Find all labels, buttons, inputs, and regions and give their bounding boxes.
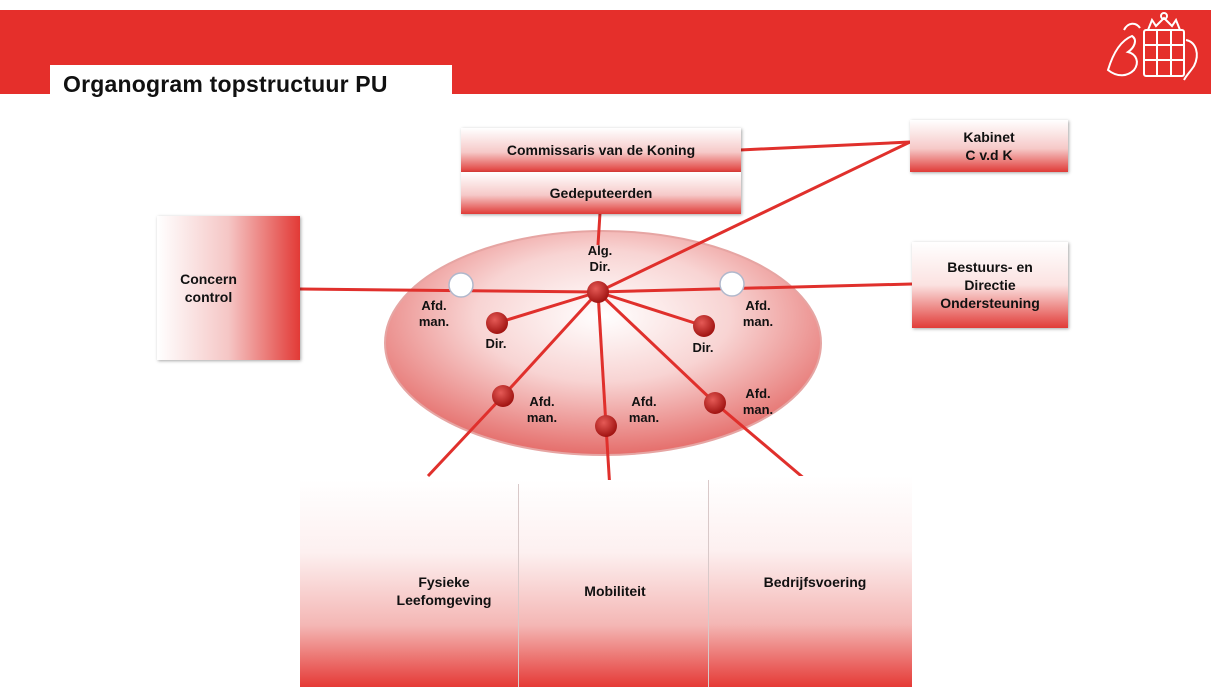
- page-title: Organogram topstructuur PU: [63, 71, 388, 97]
- node-alg-dir: [587, 281, 609, 303]
- dept-mobiliteit: Mobiliteit: [518, 480, 708, 687]
- node-afd-man-bottom-left: [492, 385, 514, 407]
- title-background: [50, 65, 452, 105]
- label-afd-man-bottom-center: Afd. man.: [628, 394, 660, 425]
- node-afd-man-left: [448, 272, 474, 298]
- kabinet-box: Kabinet C v.d K: [910, 120, 1068, 172]
- node-afd-man-right: [719, 271, 745, 297]
- gedeputeerden-box: Gedeputeerden: [461, 172, 741, 214]
- line-gedeputeerden-alg-dir: [596, 212, 602, 246]
- line-alg-dir-afd-br: [596, 290, 717, 405]
- node-afd-man-bottom-center: [595, 415, 617, 437]
- label-afd-man-left: Afd. man.: [418, 298, 450, 329]
- commissaris-box: Commissaris van de Koning: [461, 128, 741, 172]
- line-afd-br-bedrijfsvoering: [714, 401, 807, 482]
- node-dir-right: [693, 315, 715, 337]
- divider-left: [518, 484, 519, 687]
- concern-control-box: Concern control: [157, 216, 300, 360]
- label-afd-man-right: Afd. man.: [742, 298, 774, 329]
- line-alg-dir-dir-left: [496, 290, 599, 325]
- coat-of-arms-icon: [1106, 12, 1198, 81]
- line-bestuurs: [597, 282, 913, 294]
- node-afd-man-bottom-right: [704, 392, 726, 414]
- connector-lines: [299, 140, 913, 491]
- line-commissaris-kabinet: [739, 140, 911, 152]
- label-afd-man-bottom-left: Afd. man.: [526, 394, 558, 425]
- line-alg-dir-afd-bc: [596, 291, 608, 427]
- label-alg-dir: Alg. Dir.: [587, 243, 613, 274]
- node-dir-left: [486, 312, 508, 334]
- line-alg-dir-afd-bl: [501, 290, 600, 398]
- line-concern-control: [299, 287, 599, 294]
- line-alg-dir-dir-right: [597, 290, 705, 328]
- line-kabinet-alg-dir: [597, 140, 911, 294]
- line-afd-bl-fysieke: [426, 394, 505, 478]
- divider-right: [708, 480, 709, 687]
- dept-fysieke-leefomgeving: Fysieke Leefomgeving: [300, 480, 518, 687]
- dept-bedrijfsvoering: Bedrijfsvoering: [708, 476, 912, 687]
- label-dir-right: Dir.: [692, 340, 714, 355]
- bestuurs-box: Bestuurs- en Directie Ondersteuning: [912, 242, 1068, 328]
- label-afd-man-bottom-right: Afd. man.: [742, 386, 774, 417]
- label-dir-left: Dir.: [485, 336, 507, 351]
